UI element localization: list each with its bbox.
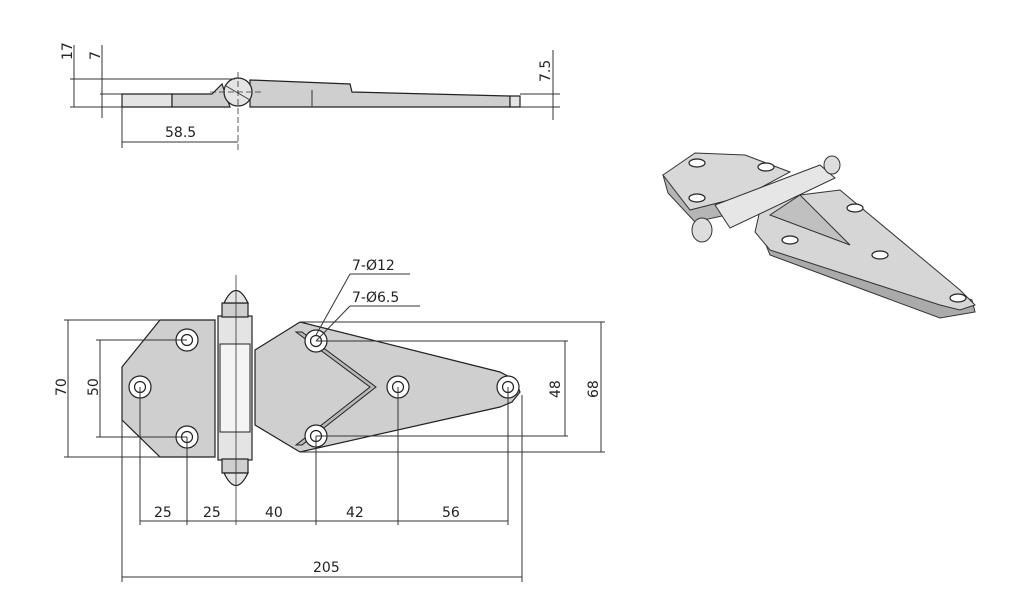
side-plate-right-end	[509, 95, 521, 108]
dim-48: 48	[548, 380, 564, 398]
knuckle-center	[219, 343, 251, 433]
dim-25b: 25	[203, 505, 221, 521]
bottom-nut	[221, 458, 249, 474]
dim-50: 50	[86, 378, 102, 396]
dim-17: 17	[60, 42, 76, 60]
side-plate-left	[171, 82, 231, 108]
dim-68: 68	[586, 380, 602, 398]
side-plate-left-end	[121, 93, 173, 108]
dim-40: 40	[265, 505, 283, 521]
dim-58-5: 58.5	[165, 125, 196, 141]
dim-70: 70	[54, 378, 70, 396]
dim-205: 205	[313, 560, 340, 576]
callout-counterbore: 7-Ø12	[352, 258, 395, 274]
dim-7: 7	[88, 51, 104, 60]
dim-42: 42	[346, 505, 364, 521]
iso-knuckle	[714, 164, 836, 229]
front-view: 7-Ø12 7-Ø6.5 70 50 48 68 25 25 40 42 56 …	[54, 258, 605, 582]
side-plate-right	[249, 79, 511, 108]
iso-bottom-cap	[691, 217, 713, 243]
leaf-rib	[294, 331, 377, 446]
callout-hole: 7-Ø6.5	[352, 290, 399, 306]
dim-25a: 25	[154, 505, 172, 521]
iso-top-cap	[823, 155, 841, 175]
side-view: 17 7 7.5 58.5	[60, 42, 560, 150]
dim-7-5: 7.5	[538, 60, 554, 82]
dim-56: 56	[442, 505, 460, 521]
isometric-view	[662, 152, 976, 319]
top-nut	[221, 302, 249, 318]
